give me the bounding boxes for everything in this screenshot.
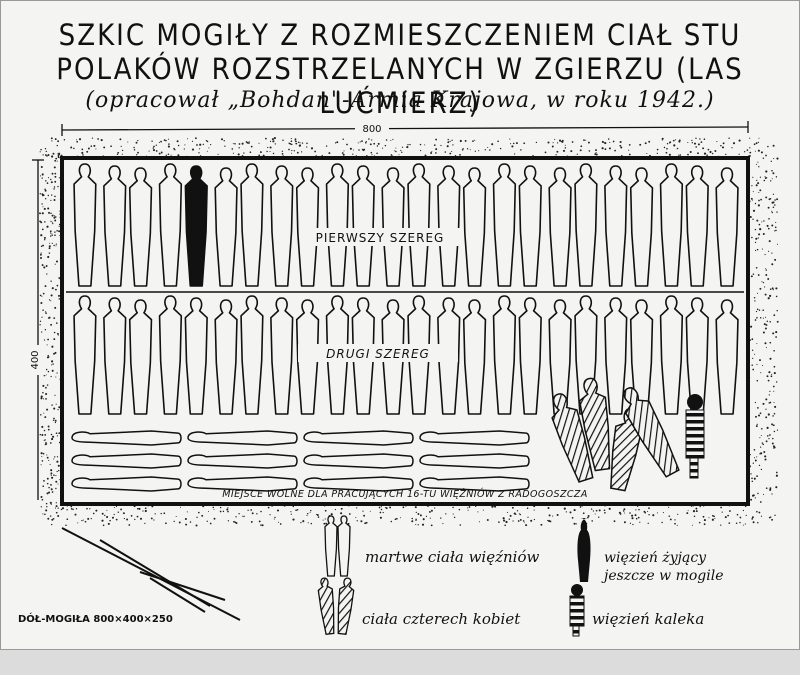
lying-body: [303, 476, 414, 492]
first-row-body: [574, 163, 598, 287]
legend-woman-body: [337, 577, 355, 635]
first-row-body: [407, 163, 431, 287]
second-row-body: [492, 295, 517, 415]
woman-body: [578, 377, 611, 472]
lying-body: [419, 476, 530, 492]
first-row-label-bg: [300, 228, 460, 246]
woman-body: [551, 393, 594, 483]
first-row-body: [381, 167, 405, 287]
lying-body: [187, 430, 298, 446]
lying-body: [71, 476, 182, 492]
legend-dead-body: [324, 515, 338, 577]
first-row-body: [715, 167, 739, 287]
width-label: 800: [362, 124, 381, 135]
first-row-body: [685, 165, 709, 287]
title-line-1: SZKIC MOGIŁY Z ROZMIESZCZENIEM CIAŁ STU: [58, 18, 742, 52]
second-row-body: [158, 295, 183, 415]
soil-stipple: [39, 137, 779, 527]
lying-body: [187, 476, 298, 492]
grave-diagram: 800 400 PIERWSZY SZEREG DRUGI SZEREG MIE…: [18, 120, 779, 637]
second-row-body: [103, 297, 127, 415]
grave-pit-size-label: DÓŁ-MOGIŁA 800×400×250: [18, 612, 173, 625]
second-row-body: [715, 299, 739, 415]
legend-dead-bodies-icon: [324, 515, 351, 577]
first-row-body: [604, 165, 628, 287]
lying-body: [419, 453, 530, 469]
legend-living-prisoner-label-2: jeszcze w mogile: [601, 568, 723, 584]
second-row-body: [462, 299, 487, 415]
second-row-body: [128, 299, 153, 415]
woman-body: [623, 387, 680, 478]
first-row-body: [158, 163, 183, 287]
pen-strokes: [61, 527, 241, 621]
first-row-body: [351, 165, 375, 287]
first-row-body: [548, 167, 572, 287]
first-row-body: [128, 167, 153, 287]
height-dimension-line: 400: [30, 159, 46, 500]
lying-body: [303, 453, 414, 469]
lying-body: [187, 453, 298, 469]
second-row-body: [214, 299, 238, 415]
first-row-body: [184, 165, 208, 287]
legend: martwe ciała więźniów więzień żyjący jes…: [317, 515, 723, 637]
legend-four-women-icon: [317, 577, 355, 635]
legend-crippled-prisoner-icon: [569, 584, 585, 637]
lying-bodies: [71, 430, 530, 492]
title-line-3: (opracował „Bohdan"-Armia Krajowa, w rok…: [85, 88, 715, 113]
first-row-body: [240, 163, 264, 287]
first-row-body: [325, 163, 350, 287]
legend-crippled-prisoner-label: więzień kaleka: [592, 610, 704, 628]
first-row-body: [462, 167, 487, 287]
second-row-body: [73, 295, 97, 415]
first-row-body: [437, 165, 461, 287]
free-space-label: MIEJSCE WOLNE DLA PRACUJĄCYCH 16-TU WIĘŹ…: [222, 488, 587, 500]
first-row-body: [295, 167, 320, 287]
legend-four-women-label: ciała czterech kobiet: [362, 610, 521, 628]
lying-body: [71, 453, 182, 469]
second-row-label-bg: [298, 344, 458, 362]
second-row-body: [184, 297, 208, 415]
second-row-body: [518, 297, 542, 415]
first-row-body: [214, 167, 238, 287]
first-row-bodies: [73, 163, 739, 287]
legend-dead-bodies-label: martwe ciała więźniów: [365, 548, 539, 566]
first-row-body: [659, 163, 684, 287]
legend-dead-body: [337, 515, 351, 577]
legend-living-prisoner-icon: [577, 518, 591, 582]
first-row-body: [492, 163, 517, 287]
width-dimension-line: 800: [61, 120, 749, 136]
second-row-body: [240, 295, 264, 415]
second-row-body: [270, 297, 294, 415]
first-row-body: [270, 165, 294, 287]
first-row-body: [518, 165, 542, 287]
crippled-prisoner-figure: [685, 394, 705, 479]
title-line-2: POLAKÓW ROZSTRZELANYCH W ZGIERZU (LAS LU…: [56, 52, 744, 120]
lying-body: [303, 430, 414, 446]
lying-body: [419, 430, 530, 446]
height-label: 400: [30, 350, 41, 369]
second-row-body: [604, 297, 628, 415]
legend-living-prisoner-label-1: więzień żyjący: [604, 550, 707, 566]
first-row-label: PIERWSZY SZEREG: [316, 231, 445, 245]
second-row-body: [659, 295, 684, 415]
first-row-body: [629, 167, 654, 287]
lying-body: [71, 430, 182, 446]
first-row-body: [103, 165, 127, 287]
legend-woman-body: [317, 577, 335, 635]
bottom-margin: [0, 650, 800, 675]
women-bodies: [551, 377, 680, 492]
second-row-label: DRUGI SZEREG: [326, 347, 430, 361]
first-row-body: [73, 163, 97, 287]
